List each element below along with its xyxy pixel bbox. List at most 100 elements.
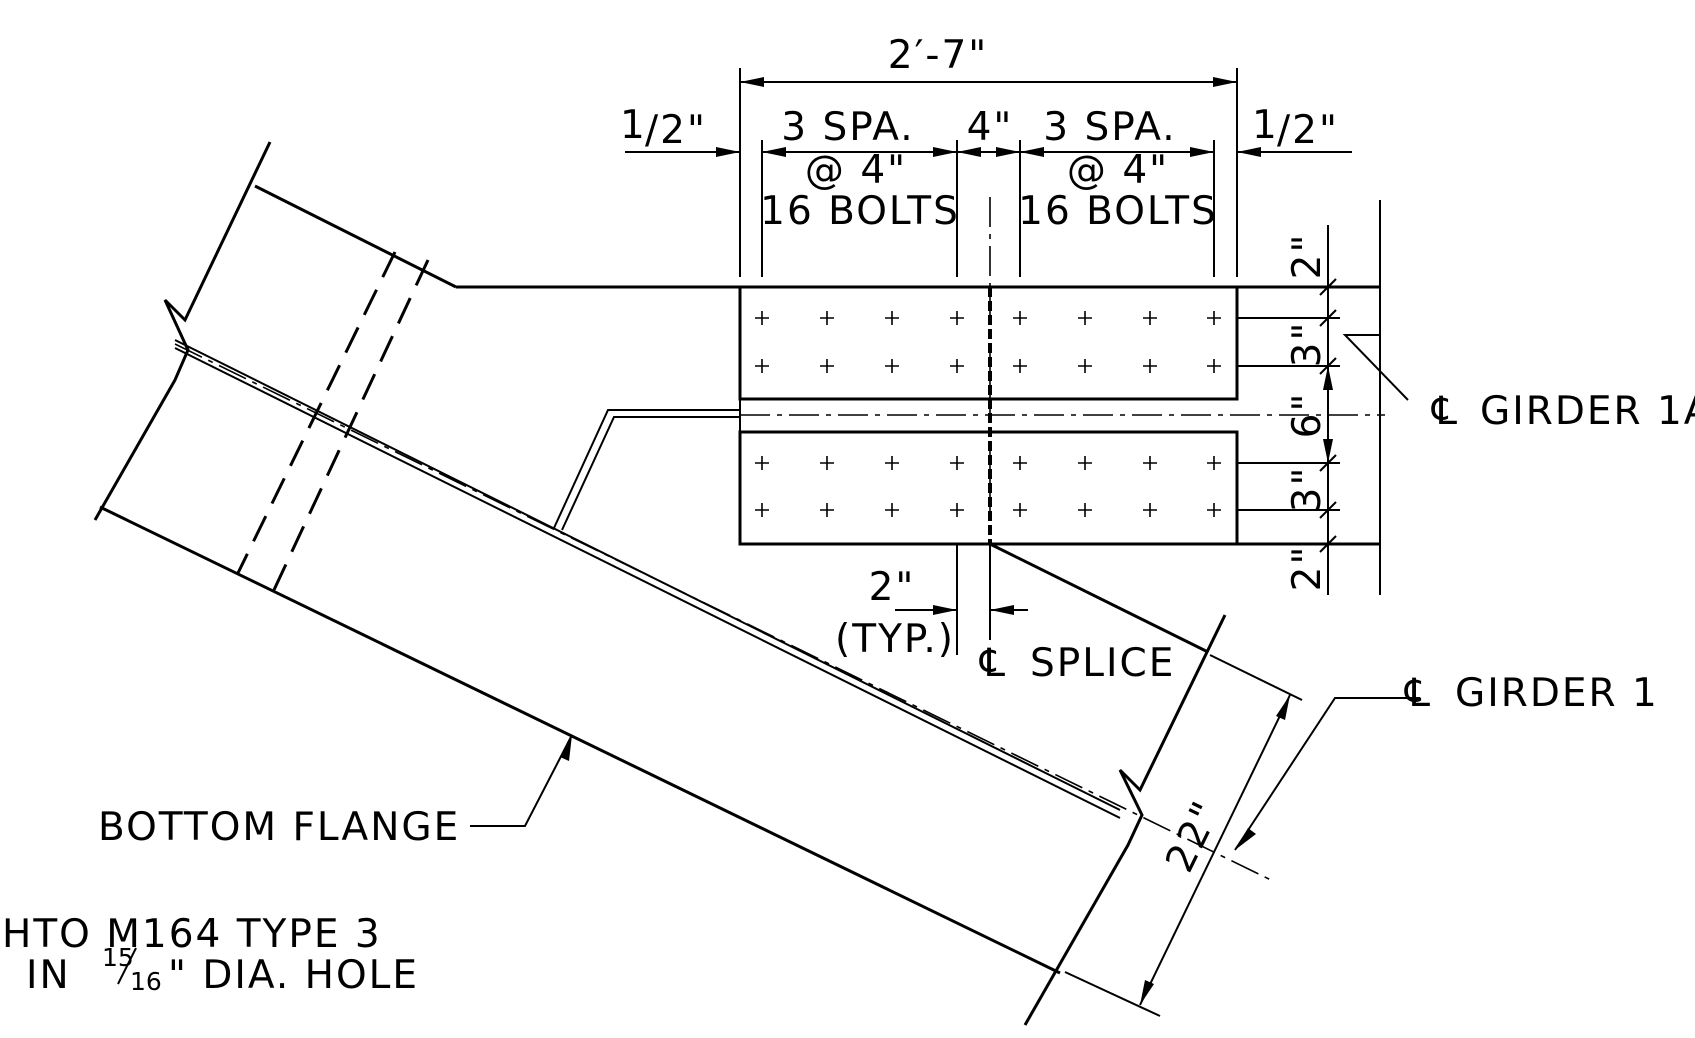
dim-flange-width: 22" bbox=[1157, 794, 1230, 880]
arrow-overall-left bbox=[740, 77, 764, 87]
bolt-pattern bbox=[755, 311, 1221, 517]
note-line-2-suffix: " DIA. HOLE bbox=[168, 953, 419, 998]
dim-overall-width: 2′-7" bbox=[888, 33, 989, 78]
arrow-rg-r bbox=[1190, 147, 1214, 157]
left-break-line bbox=[93, 141, 272, 521]
arrow-6-top bbox=[1323, 366, 1333, 390]
label-girder-1a: GIRDER 1A bbox=[1480, 389, 1695, 434]
bolt-hole-marker bbox=[950, 311, 964, 325]
bolt-hole-marker bbox=[755, 456, 769, 470]
bolt-hole-marker bbox=[1143, 503, 1157, 517]
dim-typ-note: (TYP.) bbox=[835, 617, 955, 662]
web-line-a bbox=[553, 409, 740, 529]
bolt-hole-marker bbox=[1143, 359, 1157, 373]
girder-1-flange bbox=[93, 141, 1276, 1026]
bolt-hole-marker bbox=[1207, 311, 1221, 325]
bolt-hole-marker bbox=[885, 359, 899, 373]
bolt-hole-marker bbox=[820, 503, 834, 517]
girder-1-width-dimension bbox=[1064, 654, 1420, 1017]
arrow-22-bottom bbox=[1140, 980, 1154, 1005]
web-line-b bbox=[561, 416, 740, 531]
arrow-lg-r bbox=[933, 147, 957, 157]
girder-1-web-b bbox=[174, 347, 1121, 819]
tick-6 bbox=[1319, 535, 1337, 553]
bolt-hole-marker bbox=[1013, 503, 1027, 517]
arrow-edge-right bbox=[1237, 147, 1261, 157]
note-line-2-prefix: IN bbox=[26, 953, 71, 998]
arrow-overall-right bbox=[1213, 77, 1237, 87]
vertical-dimensions bbox=[1237, 200, 1409, 595]
bolt-hole-marker bbox=[820, 359, 834, 373]
centerline-symbol-girder-1: ℄ bbox=[1404, 671, 1430, 716]
leader-girder-1a bbox=[1342, 334, 1409, 401]
bolt-hole-marker bbox=[820, 456, 834, 470]
ext-line-girder-1-top bbox=[1209, 654, 1303, 701]
dim-line-22 bbox=[1139, 694, 1291, 1006]
bolt-hole-marker bbox=[1207, 503, 1221, 517]
girder-1a-flange bbox=[456, 285, 1380, 546]
bolt-hole-marker bbox=[755, 359, 769, 373]
arrow-rg-l bbox=[1020, 147, 1044, 157]
bolt-hole-marker bbox=[950, 456, 964, 470]
bolt-hole-marker bbox=[755, 503, 769, 517]
arrow-typ-right bbox=[990, 605, 1014, 615]
bolt-hole-marker bbox=[950, 503, 964, 517]
dim-edge-right-whole: 1 bbox=[1252, 103, 1279, 148]
bolt-hole-marker bbox=[950, 359, 964, 373]
bolt-hole-marker bbox=[885, 311, 899, 325]
arrow-cg-l bbox=[957, 147, 981, 157]
right-group-pitch: @ 4" bbox=[1067, 148, 1169, 193]
girder-1-top-edge bbox=[254, 184, 457, 289]
centerline-symbol-girder-1a: ℄ bbox=[1431, 389, 1457, 434]
note-fraction-numerator: 15 bbox=[102, 943, 134, 972]
left-group-spacing: 3 SPA. bbox=[781, 105, 914, 150]
girder-1-web-a bbox=[174, 339, 1121, 811]
bolt-hole-marker bbox=[1013, 456, 1027, 470]
right-break-line bbox=[1023, 614, 1227, 1026]
dim-typ-value: 2" bbox=[869, 565, 916, 610]
bolt-hole-marker bbox=[1078, 359, 1092, 373]
dim-v-bottom: 2" bbox=[1285, 545, 1330, 592]
arrow-cg-r bbox=[996, 147, 1020, 157]
bolt-hole-marker bbox=[755, 311, 769, 325]
bolt-hole-marker bbox=[1078, 456, 1092, 470]
bolt-hole-marker bbox=[1013, 311, 1027, 325]
arrow-lg-l bbox=[762, 147, 786, 157]
bolt-hole-marker bbox=[1078, 311, 1092, 325]
leader-bottom-flange bbox=[470, 734, 573, 827]
leader-girder-1 bbox=[1234, 697, 1420, 851]
left-group-pitch: @ 4" bbox=[805, 148, 907, 193]
left-group-bolts: 16 BOLTS bbox=[760, 189, 960, 234]
dim-edge-right-frac: /2" bbox=[1277, 108, 1339, 153]
dim-v-row-lower: 3" bbox=[1285, 466, 1330, 513]
bolt-hole-marker bbox=[885, 456, 899, 470]
bolt-hole-marker bbox=[1013, 359, 1027, 373]
bolt-hole-marker bbox=[1207, 456, 1221, 470]
horizontal-dimensions bbox=[625, 68, 1352, 655]
right-group-spacing: 3 SPA. bbox=[1043, 105, 1176, 150]
tick-1 bbox=[1319, 278, 1337, 296]
center-gap: 4" bbox=[967, 105, 1014, 150]
note-line-1: HTO M164 TYPE 3 bbox=[2, 912, 382, 957]
label-bottom-flange: BOTTOM FLANGE bbox=[98, 805, 460, 850]
arrow-bottom-flange bbox=[560, 735, 572, 761]
arrow-22-top bbox=[1276, 695, 1290, 720]
girder-1-right-edge bbox=[989, 542, 1209, 654]
arrow-leader-girder-1 bbox=[1235, 828, 1256, 850]
dim-v-center: 6" bbox=[1285, 392, 1330, 439]
bolt-hole-marker bbox=[1143, 311, 1157, 325]
tick-5 bbox=[1319, 501, 1337, 519]
bolt-hole-marker bbox=[820, 311, 834, 325]
girder-1-bottom-edge bbox=[99, 505, 1061, 975]
girder-1-centerline bbox=[174, 343, 1276, 883]
dim-v-top: 2" bbox=[1285, 233, 1330, 280]
arrow-typ-left bbox=[933, 605, 957, 615]
tick-2 bbox=[1319, 309, 1337, 327]
bolt-hole-marker bbox=[1078, 503, 1092, 517]
dashed-member-left bbox=[236, 251, 397, 574]
right-group-bolts: 16 BOLTS bbox=[1018, 189, 1218, 234]
arrow-6-bottom bbox=[1323, 439, 1333, 463]
bolt-hole-marker bbox=[1143, 456, 1157, 470]
dim-edge-left-whole: 1 bbox=[620, 103, 647, 148]
